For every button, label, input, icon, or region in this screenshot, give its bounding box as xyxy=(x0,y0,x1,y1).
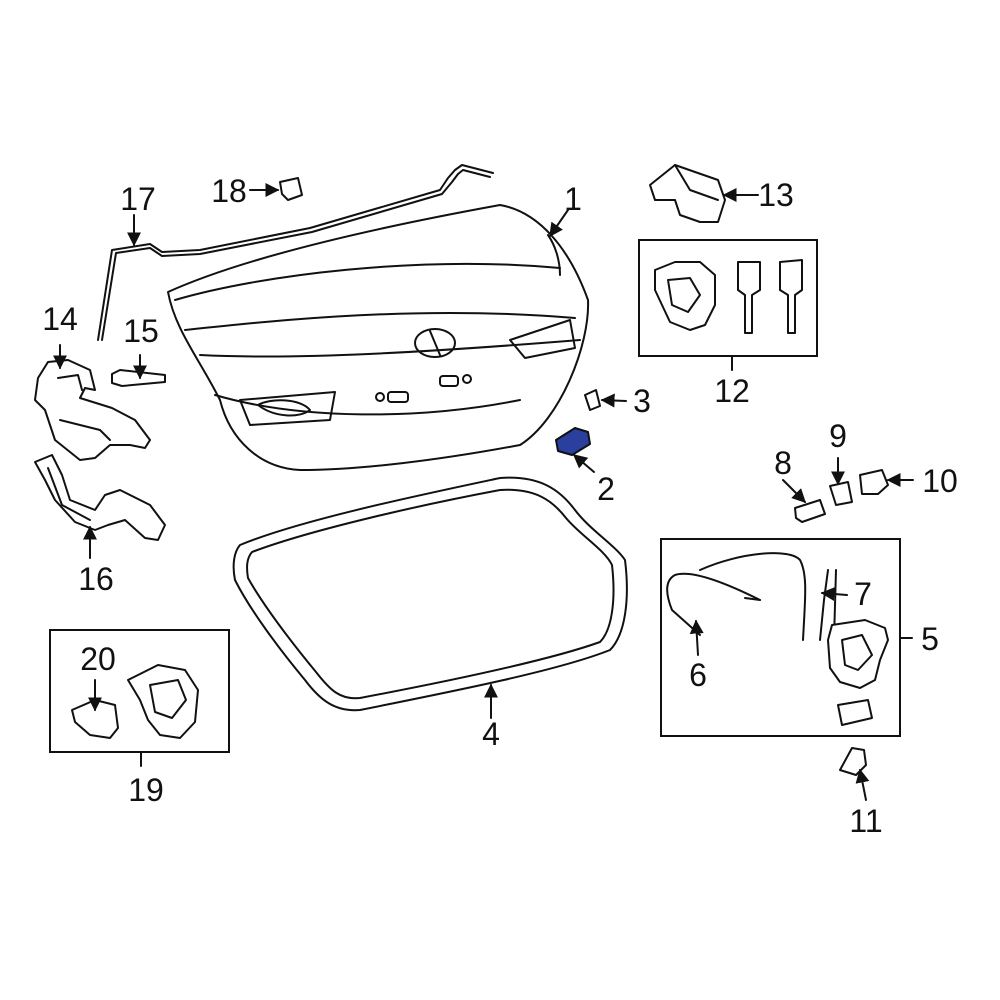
callout-19: 19 xyxy=(128,772,164,808)
latch-set-parts xyxy=(71,664,199,739)
callout-7: 7 xyxy=(854,576,872,612)
callout-5: 5 xyxy=(921,621,939,657)
parts-box-12 xyxy=(638,239,818,357)
callout-15: 15 xyxy=(123,313,159,349)
latch-assembly xyxy=(666,552,889,726)
callout-17: 17 xyxy=(120,181,156,217)
callout-18: 18 xyxy=(211,173,247,209)
callout-11: 11 xyxy=(849,803,882,839)
hinge-lower xyxy=(34,454,166,541)
lock-cover xyxy=(649,164,726,223)
bolt xyxy=(111,369,166,387)
callout-14: 14 xyxy=(42,301,78,337)
callout-8: 8 xyxy=(774,445,792,481)
callout-12: 12 xyxy=(714,373,750,409)
callout-2: 2 xyxy=(597,471,615,507)
lock-set-parts xyxy=(654,259,803,334)
striker xyxy=(839,747,867,776)
weatherstrip xyxy=(232,476,628,712)
callout-13: 13 xyxy=(758,177,794,213)
switch-parts xyxy=(794,469,889,523)
callout-1: 1 xyxy=(564,181,582,217)
callout-10: 10 xyxy=(922,463,958,499)
hinge xyxy=(34,359,151,461)
callout-6: 6 xyxy=(689,657,707,693)
parts-box-19 xyxy=(49,629,230,753)
callout-3: 3 xyxy=(633,383,651,419)
callout-9: 9 xyxy=(829,418,847,454)
callout-labels: 1 2 3 4 5 6 7 8 9 10 11 12 13 14 15 16 1… xyxy=(42,173,958,839)
trunk-lid xyxy=(167,204,590,471)
callout-4: 4 xyxy=(482,716,500,752)
leader-lines xyxy=(53,183,914,801)
rod-clip xyxy=(279,177,303,201)
callout-20: 20 xyxy=(80,641,116,677)
bumper-pad-highlighted[interactable] xyxy=(555,427,591,456)
callout-16: 16 xyxy=(78,561,114,597)
lid-cushion xyxy=(584,389,601,411)
